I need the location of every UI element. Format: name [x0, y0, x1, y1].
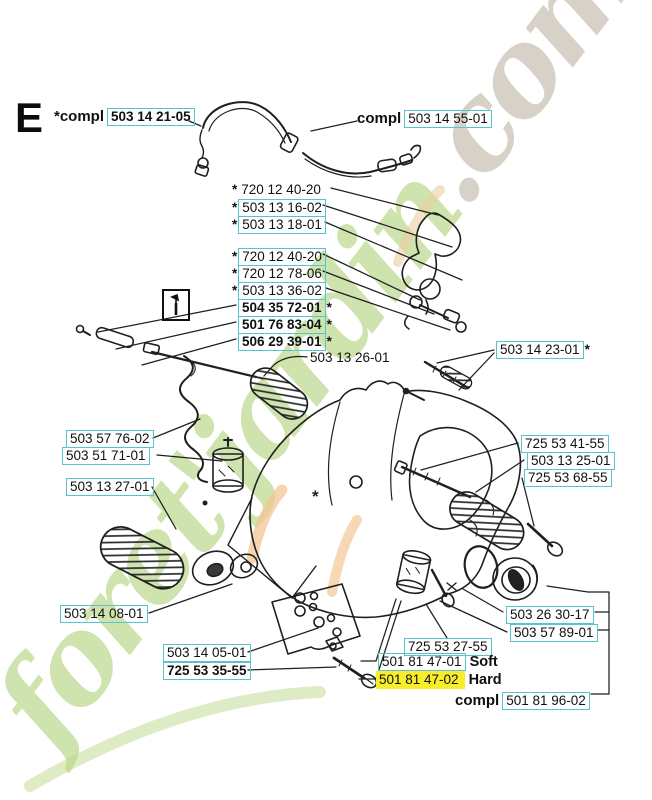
reference-dot: [202, 500, 208, 506]
asterisk-prefix: *: [232, 266, 238, 281]
part-label-compl-503-14-21-05: *compl 503 14 21-05: [54, 108, 195, 126]
part-number-link[interactable]: 725 53 68-55: [524, 469, 612, 487]
part-label-501-76-83-04: 501 76 83-04 *: [238, 316, 332, 334]
part-number-link[interactable]: 720 12 78-06: [238, 265, 326, 283]
part-label-503-51-71-01: 503 51 71-01: [62, 447, 150, 465]
asterisk-prefix: *: [232, 200, 238, 215]
part-label-503-13-25-01: 503 13 25-01: [527, 452, 615, 470]
section-letter: E: [15, 94, 44, 141]
part-label-503-13-27-01: 503 13 27-01: [66, 478, 154, 496]
damper-cylinder-bottom: [395, 550, 455, 608]
screw-cluster: [402, 360, 473, 401]
part-number-link[interactable]: 725 53 41-55: [521, 435, 609, 453]
asterisk-prefix: *: [232, 283, 238, 298]
part-number-link[interactable]: 725 53 35-55: [163, 662, 251, 680]
part-number-link[interactable]: 501 81 96-02: [502, 692, 590, 710]
part-number-highlighted[interactable]: 501 81 47-02: [376, 671, 465, 689]
part-number-link[interactable]: 503 14 21-05: [107, 108, 195, 126]
asterisk-suffix: *: [326, 317, 332, 332]
asterisk-prefix: *: [232, 182, 238, 197]
asterisk-prefix: *: [232, 249, 238, 264]
part-label-503-14-08-01: 503 14 08-01: [60, 605, 148, 623]
part-label-503-13-16-02: * 503 13 16-02: [232, 199, 326, 217]
throttle-trigger: [401, 212, 462, 315]
part-label-compl-501-81-96-02: compl 501 81 96-02: [455, 692, 590, 710]
variant-soft: Soft: [469, 654, 498, 670]
part-number-link[interactable]: 503 57 89-01: [510, 624, 598, 642]
screw-pin-set: [75, 324, 264, 380]
part-label-503-57-89-01: 503 57 89-01: [510, 624, 598, 642]
part-label-503-26-30-17: 503 26 30-17: [506, 606, 594, 624]
coil-spring-top: [249, 367, 309, 420]
part-number-link[interactable]: 503 13 16-02: [238, 199, 326, 217]
asterisk-prefix: *: [232, 217, 238, 232]
part-number-link[interactable]: 503 26 30-17: [506, 606, 594, 624]
stud-bolt-right: [393, 460, 472, 499]
part-label-720-12-40-20-b: * 720 12 40-20: [232, 248, 326, 266]
part-label-503-13-18-01: * 503 13 18-01: [232, 216, 326, 234]
tiny-pin: [446, 582, 457, 591]
part-number-link[interactable]: 504 35 72-01: [238, 299, 326, 317]
part-number-link[interactable]: 503 13 27-01: [66, 478, 154, 496]
part-label-501-81-47-01-soft: 501 81 47-01 Soft: [378, 653, 498, 671]
throttle-linkage: [403, 295, 467, 333]
part-label-501-81-47-02-hard: 501 81 47-02 Hard: [376, 671, 502, 689]
coil-spring-right: [449, 491, 564, 557]
part-label-503-14-05-01: 503 14 05-01: [163, 644, 251, 662]
part-number-link[interactable]: 503 14 08-01: [60, 605, 148, 623]
compl-prefix: compl: [455, 692, 500, 709]
grommet-washer: [191, 550, 235, 586]
asterisk-suffix: *: [326, 300, 332, 315]
part-label-725-53-27-55: 725 53 27-55: [404, 638, 492, 656]
part-label-506-29-39-01: 506 29 39-01 *: [238, 333, 332, 351]
part-label-503-13-26-01: 503 13 26-01: [307, 350, 393, 366]
part-label-503-14-23-01: 503 14 23-01 *: [496, 341, 590, 359]
part-number-link[interactable]: 503 14 23-01: [496, 341, 584, 359]
leader-lines: [97, 120, 610, 695]
o-ring: [463, 545, 499, 589]
part-number-link[interactable]: 503 14 55-01: [404, 110, 492, 128]
part-number-link[interactable]: 503 13 25-01: [527, 452, 615, 470]
part-number-link[interactable]: 503 57 76-02: [66, 430, 154, 448]
part-label-503-57-76-02: 503 57 76-02: [66, 430, 154, 448]
part-label-725-53-68-55: 725 53 68-55: [524, 469, 612, 487]
part-label-725-53-41-55: 725 53 41-55: [521, 435, 609, 453]
part-number-link[interactable]: 506 29 39-01: [238, 333, 326, 351]
asterisk-suffix: *: [326, 334, 332, 349]
special-tool-icon: [162, 289, 190, 321]
part-number-link[interactable]: 501 76 83-04: [238, 316, 326, 334]
cap: [492, 557, 539, 601]
part-number-link[interactable]: 725 53 27-55: [404, 638, 492, 656]
coil-spring-left: [99, 525, 185, 590]
part-number-link[interactable]: 503 51 71-01: [62, 447, 150, 465]
part-label-725-53-35-55: 725 53 35-55: [163, 662, 251, 680]
part-label-720-12-40-20-a: * 720 12 40-20: [232, 182, 324, 198]
part-number-link[interactable]: 503 14 05-01: [163, 644, 251, 662]
throttle-cable: [194, 101, 422, 178]
variant-hard: Hard: [468, 672, 502, 688]
bottom-screw: [332, 656, 378, 689]
damper-cylinder-left: [212, 437, 244, 493]
part-number: 720 12 40-20: [241, 182, 321, 197]
compl-prefix: *compl: [54, 108, 105, 125]
part-label-503-13-36-02: * 503 13 36-02: [232, 282, 326, 300]
body-asterisk-marker: *: [312, 487, 319, 506]
part-label-compl-503-14-55-01: compl 503 14 55-01: [357, 110, 492, 128]
handle-bottom-plate: [271, 583, 361, 655]
part-number: 503 13 26-01: [310, 350, 390, 365]
torsion-spring: [179, 355, 208, 483]
part-label-504-35-72-01: 504 35 72-01 *: [238, 299, 332, 317]
part-number-link[interactable]: 503 13 18-01: [238, 216, 326, 234]
part-label-720-12-78-06: * 720 12 78-06: [232, 265, 326, 283]
asterisk-suffix: *: [584, 342, 590, 357]
main-body: [227, 380, 522, 619]
part-number-link[interactable]: 501 81 47-01: [378, 653, 466, 671]
part-number-link[interactable]: 503 13 36-02: [238, 282, 326, 300]
part-number-link[interactable]: 720 12 40-20: [238, 248, 326, 266]
compl-prefix: compl: [357, 110, 402, 127]
